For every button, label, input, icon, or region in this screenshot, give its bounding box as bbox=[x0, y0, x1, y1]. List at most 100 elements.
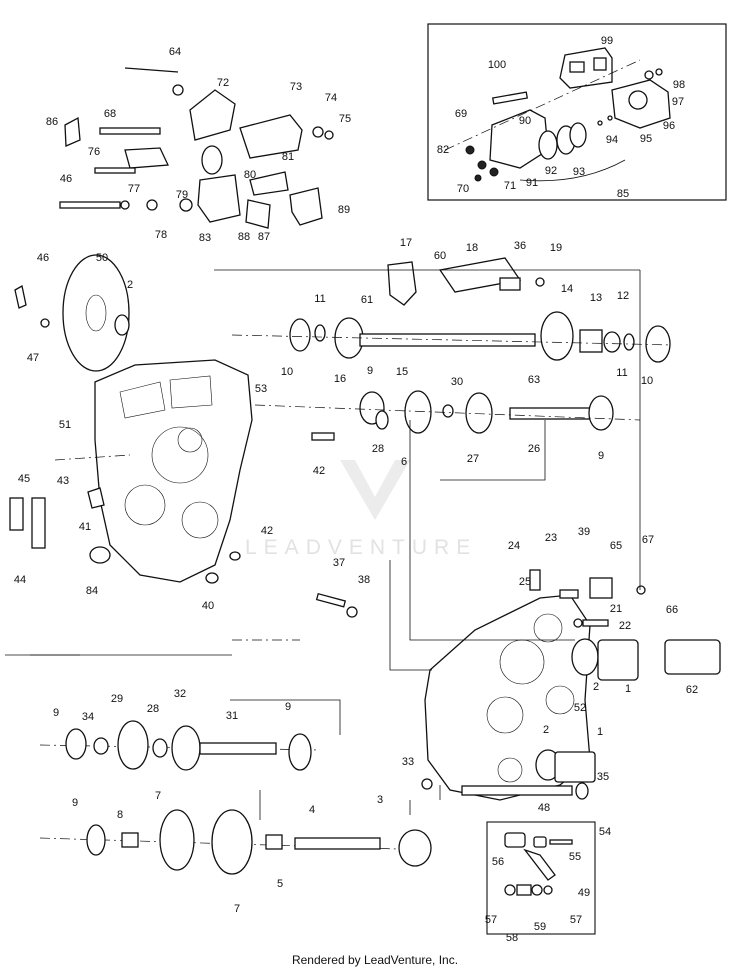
callout-92: 92 bbox=[545, 165, 557, 177]
callout-46: 46 bbox=[37, 252, 49, 264]
callout-98: 98 bbox=[673, 79, 685, 91]
callout-24: 24 bbox=[508, 540, 520, 552]
callout-34: 34 bbox=[82, 711, 94, 723]
callout-94: 94 bbox=[606, 134, 618, 146]
leadventure-logo-watermark bbox=[335, 455, 415, 530]
footer-credit: Rendered by LeadVenture, Inc. bbox=[291, 953, 459, 967]
callout-68: 68 bbox=[104, 108, 116, 120]
callout-64: 64 bbox=[169, 46, 181, 58]
callout-77: 77 bbox=[128, 183, 140, 195]
callout-14: 14 bbox=[561, 283, 573, 295]
callout-3: 3 bbox=[377, 794, 383, 806]
callout-81: 81 bbox=[282, 151, 294, 163]
middle-shaft-assembly bbox=[254, 390, 641, 434]
callout-49: 49 bbox=[578, 887, 590, 899]
callout-56: 56 bbox=[492, 856, 504, 868]
callout-63: 63 bbox=[528, 374, 540, 386]
callout-59: 59 bbox=[534, 921, 546, 933]
callout-57-2: 57 bbox=[570, 914, 582, 926]
callout-28-2: 28 bbox=[147, 703, 159, 715]
callout-54: 54 bbox=[599, 826, 611, 838]
callout-10: 10 bbox=[281, 366, 293, 378]
callout-60: 60 bbox=[434, 250, 446, 262]
callout-7: 7 bbox=[155, 790, 161, 802]
callout-15: 15 bbox=[396, 366, 408, 378]
callout-21: 21 bbox=[610, 603, 622, 615]
callout-12: 12 bbox=[617, 290, 629, 302]
callout-32: 32 bbox=[174, 688, 186, 700]
callout-22: 22 bbox=[619, 620, 631, 632]
callout-23: 23 bbox=[545, 532, 557, 544]
watermark-text: LEADVENTURE bbox=[245, 536, 478, 559]
callout-86: 86 bbox=[46, 116, 58, 128]
callout-100: 100 bbox=[488, 59, 506, 71]
callout-9-2: 9 bbox=[598, 450, 604, 462]
callout-41: 41 bbox=[79, 521, 91, 533]
callout-75: 75 bbox=[339, 113, 351, 125]
callout-35: 35 bbox=[597, 771, 609, 783]
callout-9-3: 9 bbox=[53, 707, 59, 719]
callout-29: 29 bbox=[111, 693, 123, 705]
callout-7-2: 7 bbox=[234, 903, 240, 915]
upper-shaft-assembly bbox=[231, 257, 673, 363]
callout-9-4: 9 bbox=[285, 701, 291, 713]
callout-10-2: 10 bbox=[641, 375, 653, 387]
callout-93: 93 bbox=[573, 166, 585, 178]
callout-50: 50 bbox=[96, 252, 108, 264]
callout-76: 76 bbox=[88, 146, 100, 158]
callout-9: 9 bbox=[367, 365, 373, 377]
callout-87: 87 bbox=[258, 231, 270, 243]
callout-27: 27 bbox=[467, 453, 479, 465]
callout-9-5: 9 bbox=[72, 797, 78, 809]
callout-48: 48 bbox=[538, 802, 550, 814]
callout-6: 6 bbox=[401, 456, 407, 468]
right-case-half bbox=[232, 569, 721, 801]
callout-4: 4 bbox=[309, 804, 315, 816]
callout-2: 2 bbox=[127, 279, 133, 291]
callout-42-2: 42 bbox=[261, 525, 273, 537]
callout-80: 80 bbox=[244, 169, 256, 181]
callout-89: 89 bbox=[338, 204, 350, 216]
callout-95: 95 bbox=[640, 133, 652, 145]
callout-79: 79 bbox=[176, 189, 188, 201]
callout-43: 43 bbox=[57, 475, 69, 487]
control-linkage-group bbox=[59, 67, 334, 229]
callout-51: 51 bbox=[59, 419, 71, 431]
callout-31: 31 bbox=[226, 710, 238, 722]
callout-28: 28 bbox=[372, 443, 384, 455]
callout-42: 42 bbox=[313, 465, 325, 477]
callout-33: 33 bbox=[402, 756, 414, 768]
callout-16: 16 bbox=[334, 373, 346, 385]
callout-73: 73 bbox=[290, 81, 302, 93]
callout-88: 88 bbox=[238, 231, 250, 243]
callout-52: 52 bbox=[574, 702, 586, 714]
callout-99: 99 bbox=[601, 35, 613, 47]
callout-65: 65 bbox=[610, 540, 622, 552]
callout-40: 40 bbox=[202, 600, 214, 612]
callout-58: 58 bbox=[506, 932, 518, 944]
callout-44: 44 bbox=[14, 574, 26, 586]
callout-26: 26 bbox=[528, 443, 540, 455]
callout-47: 47 bbox=[27, 352, 39, 364]
callout-66: 66 bbox=[666, 604, 678, 616]
callout-18: 18 bbox=[466, 242, 478, 254]
callout-13: 13 bbox=[590, 292, 602, 304]
callout-2-3: 2 bbox=[543, 724, 549, 736]
callout-61: 61 bbox=[361, 294, 373, 306]
callout-72: 72 bbox=[217, 77, 229, 89]
callout-11: 11 bbox=[314, 293, 325, 305]
callout-36: 36 bbox=[514, 240, 526, 252]
callout-82: 82 bbox=[437, 144, 449, 156]
callout-30: 30 bbox=[451, 376, 463, 388]
shift-linkage-group-inset bbox=[444, 47, 671, 182]
callout-1-2: 1 bbox=[597, 726, 603, 738]
callout-46-2: 46 bbox=[60, 173, 72, 185]
callout-2-2: 2 bbox=[593, 681, 599, 693]
lever-detail-inset bbox=[504, 832, 573, 896]
callout-45: 45 bbox=[18, 473, 30, 485]
callout-38: 38 bbox=[358, 574, 370, 586]
callout-8: 8 bbox=[117, 809, 123, 821]
callout-74: 74 bbox=[325, 92, 337, 104]
